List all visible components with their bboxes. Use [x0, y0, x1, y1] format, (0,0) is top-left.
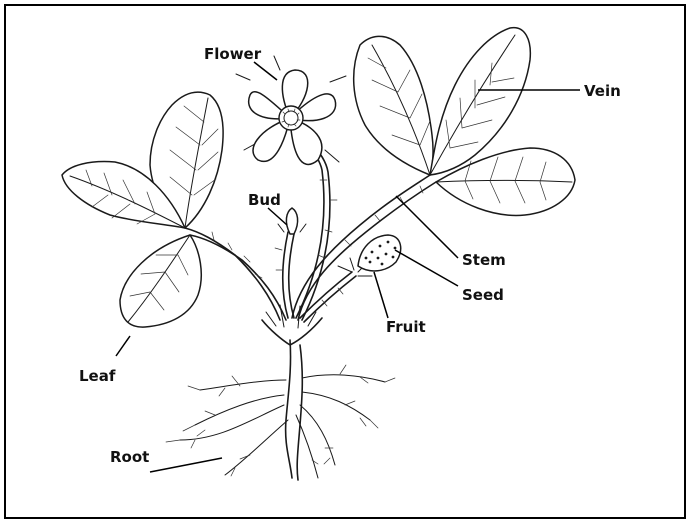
left-leaf-cluster: [62, 92, 223, 327]
root-system: [166, 340, 395, 480]
leaf-label: Leaf: [79, 367, 115, 385]
leaf-leader: [116, 336, 130, 356]
root-label: Root: [110, 448, 149, 466]
seed-leader: [395, 250, 458, 286]
fruit-leader: [374, 272, 388, 318]
right-leaf-cluster: [354, 28, 575, 216]
flower-label: Flower: [204, 45, 261, 63]
bud-label: Bud: [248, 191, 281, 209]
flower-leader: [254, 62, 277, 80]
stem-leader: [396, 196, 458, 258]
stem-label: Stem: [462, 251, 506, 269]
bud-leader: [268, 208, 287, 225]
root-leader: [150, 458, 222, 472]
stems: [185, 140, 436, 322]
fruit-label: Fruit: [386, 318, 426, 336]
seed-label: Seed: [462, 286, 504, 304]
vein-label: Vein: [584, 82, 621, 100]
flower: [236, 56, 346, 164]
fruit: [338, 235, 401, 276]
